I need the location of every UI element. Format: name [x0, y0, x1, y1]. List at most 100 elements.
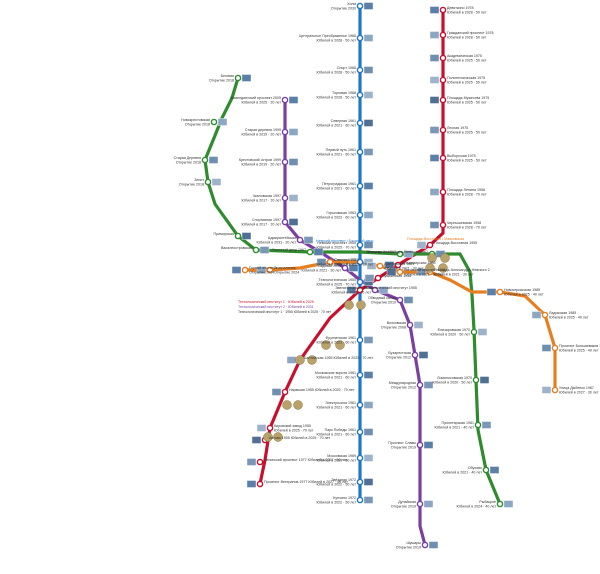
orange-station-marker[interactable] — [396, 268, 404, 276]
green-station-marker[interactable] — [234, 232, 242, 240]
blue-station-photo — [363, 91, 374, 99]
red-station-marker[interactable] — [439, 188, 447, 196]
red-station-photo — [429, 188, 440, 196]
purple-station-photo — [423, 381, 434, 389]
blue-station-marker[interactable] — [356, 66, 364, 74]
footnote-label: Технологический институт 1 · 1955 Юбилей… — [238, 310, 331, 314]
green-station-marker[interactable] — [482, 466, 490, 474]
blue-station-marker[interactable] — [356, 2, 364, 10]
blue-station-photo — [363, 119, 374, 127]
blue-station-marker[interactable] — [356, 496, 364, 504]
blue-station-marker[interactable] — [356, 241, 364, 249]
purple-station-marker[interactable] — [416, 500, 424, 508]
purple-station-marker[interactable] — [411, 351, 419, 359]
red-station-marker[interactable] — [426, 241, 434, 249]
green-station-marker[interactable] — [474, 421, 482, 429]
purple-station-marker[interactable] — [371, 286, 379, 294]
purple-station-marker[interactable] — [341, 264, 349, 272]
red-station-marker[interactable] — [439, 126, 447, 134]
purple-station-photo — [423, 500, 434, 508]
green-station-marker[interactable] — [201, 156, 209, 164]
green-station-photo — [403, 250, 414, 258]
red-station-marker[interactable] — [266, 424, 274, 432]
purple-station-marker[interactable] — [281, 158, 289, 166]
purple-station-photo — [378, 286, 389, 294]
orange-station-marker[interactable] — [376, 262, 384, 270]
green-station-marker[interactable] — [470, 328, 478, 336]
transfer-label: Технологический институт 1 · Юбилей в 20… — [238, 300, 314, 304]
blue-station-marker[interactable] — [356, 278, 364, 286]
blue-station-marker[interactable] — [356, 371, 364, 379]
purple-station-marker[interactable] — [281, 218, 289, 226]
blue-station-photo — [363, 2, 374, 10]
orange-station-marker[interactable] — [326, 258, 334, 266]
red-station-marker[interactable] — [439, 6, 447, 14]
blue-station-marker[interactable] — [356, 119, 364, 127]
green-station-marker[interactable] — [204, 178, 212, 186]
green-station-marker[interactable] — [396, 250, 404, 258]
green-station-photo — [259, 246, 270, 254]
blue-station-marker[interactable] — [356, 336, 364, 344]
red-station-marker[interactable] — [439, 31, 447, 39]
orange-station-marker[interactable] — [551, 386, 559, 394]
green-station-marker[interactable] — [306, 248, 314, 256]
red-station-photo — [416, 241, 427, 249]
blue-station-marker[interactable] — [356, 182, 364, 190]
blue-station-marker[interactable] — [356, 211, 364, 219]
orange-station-marker[interactable] — [541, 311, 549, 319]
blue-station-marker[interactable] — [356, 454, 364, 462]
red-station-marker[interactable] — [439, 76, 447, 84]
purple-station-marker[interactable] — [421, 541, 429, 549]
green-station-photo — [313, 248, 324, 256]
red-station-marker[interactable] — [439, 154, 447, 162]
blue-station-photo — [363, 241, 374, 249]
orange-station-marker[interactable] — [266, 266, 274, 274]
blue-station-marker[interactable] — [356, 258, 364, 266]
red-station-marker[interactable] — [256, 458, 264, 466]
blue-station-marker[interactable] — [356, 428, 364, 436]
red-station-marker[interactable] — [394, 261, 402, 269]
blue-station-marker[interactable] — [356, 34, 364, 42]
red-station-marker[interactable] — [256, 480, 264, 488]
red-station-marker[interactable] — [356, 286, 364, 294]
green-station-marker[interactable] — [234, 74, 242, 82]
green-station-marker[interactable] — [472, 376, 480, 384]
purple-station-marker[interactable] — [406, 321, 414, 329]
purple-station-marker[interactable] — [416, 381, 424, 389]
red-station-marker[interactable] — [439, 221, 447, 229]
blue-station-photo — [363, 182, 374, 190]
red-station-marker[interactable] — [374, 274, 382, 282]
orange-station-marker[interactable] — [551, 344, 559, 352]
red-station-marker[interactable] — [439, 54, 447, 62]
orange-station-marker[interactable] — [241, 266, 249, 274]
purple-station-marker[interactable] — [296, 236, 304, 244]
purple-station-marker[interactable] — [281, 128, 289, 136]
purple-station-marker[interactable] — [281, 96, 289, 104]
purple-station-marker[interactable] — [396, 296, 404, 304]
blue-station-marker[interactable] — [356, 91, 364, 99]
purple-station-photo — [418, 351, 429, 359]
blue-station-marker[interactable] — [356, 401, 364, 409]
blue-station-marker[interactable] — [356, 478, 364, 486]
blue-station-marker[interactable] — [356, 148, 364, 156]
green-station-marker[interactable] — [210, 118, 218, 126]
red-station-marker[interactable] — [439, 96, 447, 104]
purple-station-marker[interactable] — [416, 441, 424, 449]
red-station-marker[interactable] — [281, 388, 289, 396]
green-station-marker[interactable] — [496, 500, 504, 508]
orange-station-marker[interactable] — [496, 288, 504, 296]
green-station-marker[interactable] — [252, 246, 260, 254]
purple-station-marker[interactable] — [281, 194, 289, 202]
